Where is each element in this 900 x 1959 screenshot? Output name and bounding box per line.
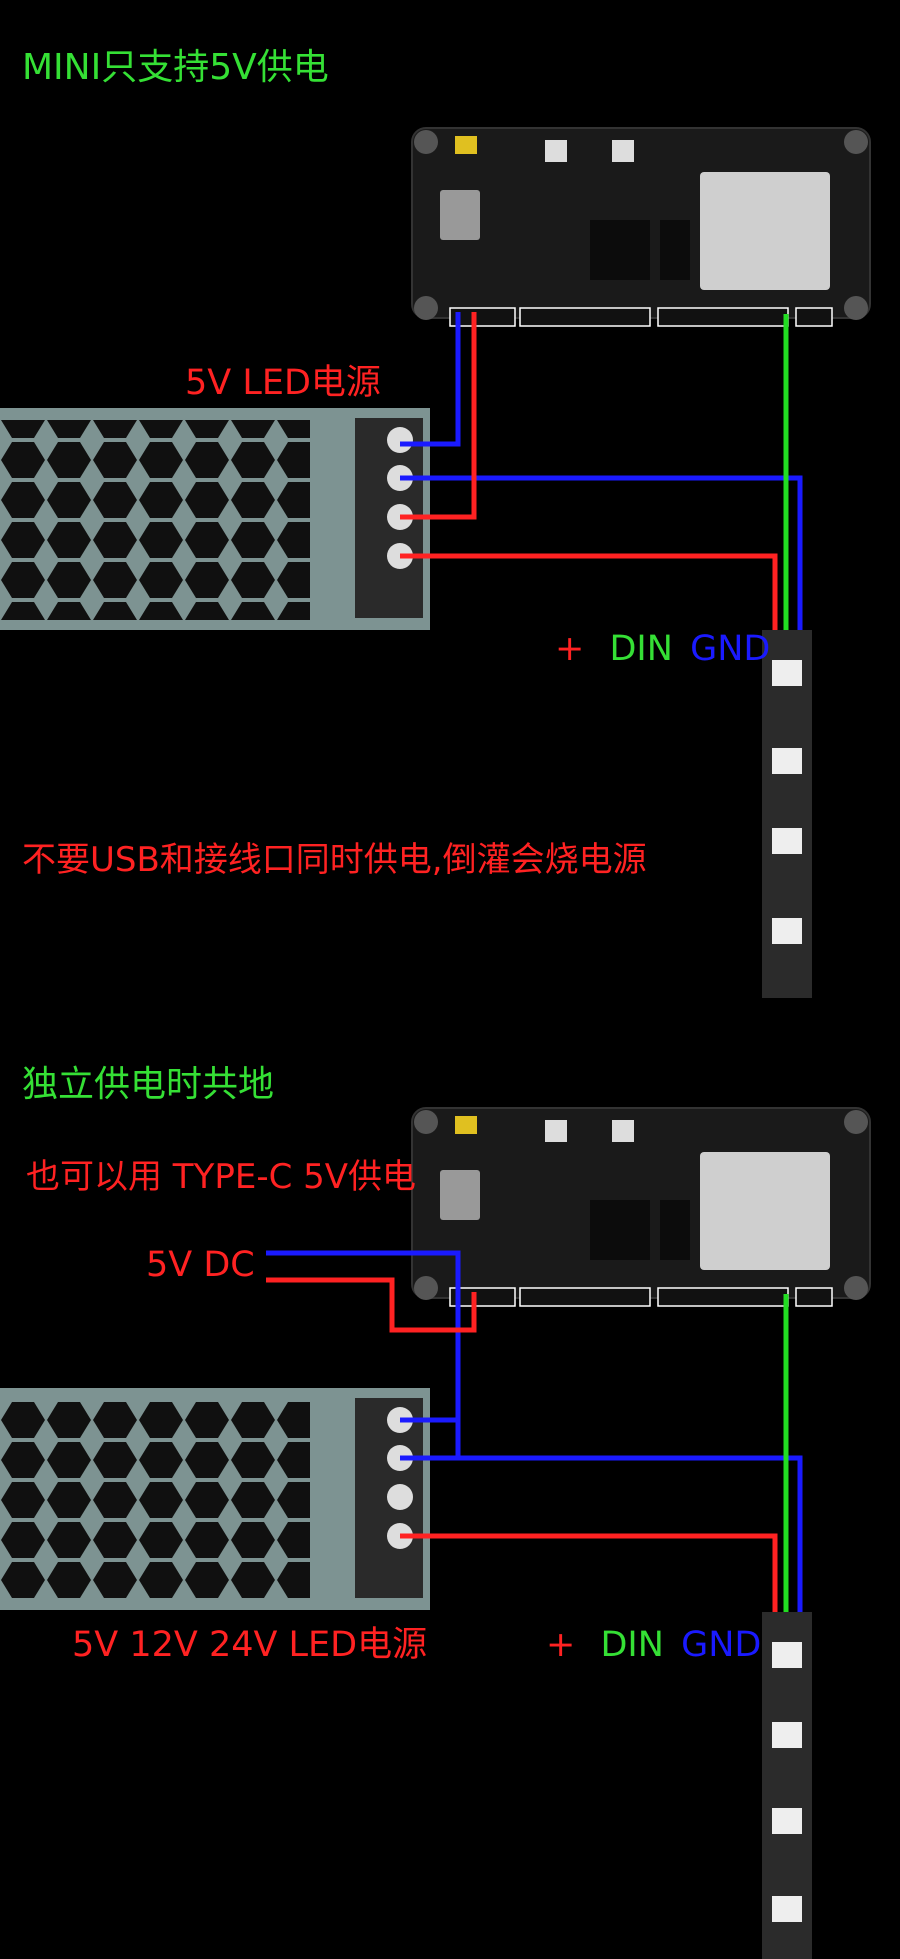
typec-port bbox=[440, 190, 480, 240]
led-strip-bottom bbox=[762, 1612, 812, 1959]
top-psu-label: 5V LED电源 bbox=[185, 363, 381, 403]
bottom-title: 独立供电时共地 bbox=[22, 1064, 275, 1105]
esp32-board-top bbox=[411, 127, 871, 327]
esp32-module bbox=[700, 172, 830, 290]
led-power-supply-bottom bbox=[0, 1388, 430, 1610]
bottom-strip-plus: + bbox=[546, 1625, 576, 1665]
bottom-strip-din: DIN bbox=[600, 1625, 664, 1665]
led-power-supply-top bbox=[0, 408, 430, 630]
top-strip-din: DIN bbox=[609, 629, 673, 669]
esp32-board-bottom bbox=[411, 1107, 871, 1307]
top-title: MINI只支持5V供电 bbox=[22, 47, 329, 88]
top-strip-legend: + DIN GND bbox=[555, 632, 770, 667]
bottom-dc-label: 5V DC bbox=[146, 1245, 255, 1285]
wires-bottom bbox=[266, 1250, 803, 1612]
wires-top bbox=[400, 312, 803, 630]
top-strip-plus: + bbox=[555, 629, 585, 669]
top-strip-gnd: GND bbox=[690, 629, 771, 669]
bottom-strip-legend: + DIN GND bbox=[546, 1628, 761, 1663]
bottom-typec-note: 也可以用 TYPE-C 5V供电 bbox=[26, 1157, 417, 1197]
top-warning: 不要USB和接线口同时供电,倒灌会烧电源 bbox=[22, 840, 647, 880]
bottom-psu-label: 5V 12V 24V LED电源 bbox=[72, 1625, 428, 1665]
bottom-strip-gnd: GND bbox=[681, 1625, 762, 1665]
led-strip-top bbox=[762, 630, 812, 998]
